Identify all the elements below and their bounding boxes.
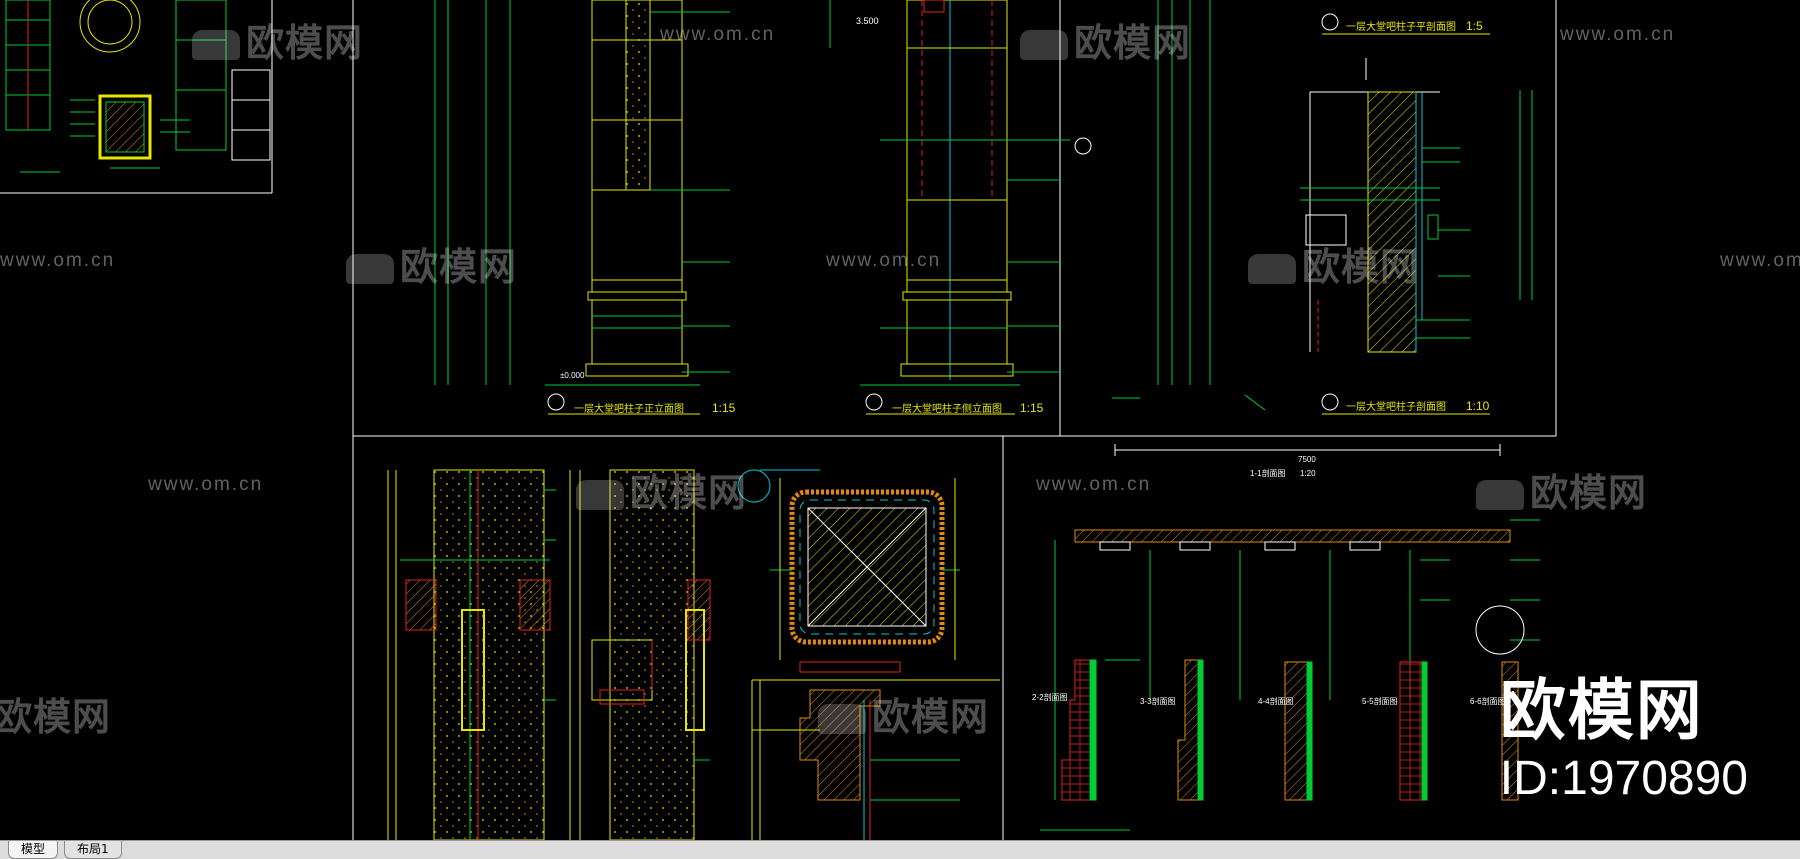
section-5-title: 5-5剖面图 xyxy=(1362,696,1398,706)
column-section-title: 一层大堂吧柱子平剖面图 xyxy=(1346,20,1456,33)
front-elevation xyxy=(434,0,730,415)
cad-model-space[interactable]: 一层大堂吧柱子正立面图 1:15 ±0.000 xyxy=(0,0,1800,840)
watermark-logo: 欧模网 xyxy=(192,12,363,67)
brand-name: 欧模网 xyxy=(1499,672,1704,749)
side-level-top: 3.500 xyxy=(856,16,879,26)
section-4-title: 4-4剖面图 xyxy=(1258,696,1294,706)
watermark-logo: 欧模网 xyxy=(1020,12,1191,67)
watermark-url: www.om.cn xyxy=(148,474,264,495)
watermark-logo: 欧模网 xyxy=(346,236,517,291)
side-elevation-title: 一层大堂吧柱子侧立面图 xyxy=(892,402,1002,415)
side-elevation xyxy=(829,0,1092,415)
base-section xyxy=(751,679,1000,840)
column-section xyxy=(1300,13,1533,415)
watermark-logo: 欧模网 xyxy=(576,462,747,517)
dimension-strip xyxy=(1112,0,1266,411)
model-id: ID:1970890 xyxy=(1499,752,1748,805)
wall-profiles xyxy=(1040,605,1525,831)
watermark-url: www.om.cn xyxy=(1036,474,1152,495)
sofa-logo-icon xyxy=(1248,254,1296,284)
side-elevation-scale: 1:15 xyxy=(1020,401,1044,415)
sofa-logo-icon xyxy=(346,254,394,284)
watermark-url: www.om.cn xyxy=(660,24,776,45)
watermark-logo: 欧模网 xyxy=(1248,236,1419,291)
front-elevation-title: 一层大堂吧柱子正立面图 xyxy=(574,402,684,415)
section-1-scale: 1:20 xyxy=(1300,469,1316,478)
watermark-logo: 欧模网 xyxy=(818,686,989,741)
column-section-scale: 1:5 xyxy=(1466,19,1483,33)
section-1-title: 1-1剖面图 xyxy=(1250,468,1286,478)
sofa-logo-icon xyxy=(192,30,240,60)
front-level-zero: ±0.000 xyxy=(560,371,585,380)
column-plan xyxy=(737,469,960,673)
section-6-title: 6-6剖面图 xyxy=(1470,696,1506,706)
tab-model[interactable]: 模型 xyxy=(8,841,59,859)
column-detail-title: 一层大堂吧柱子剖面图 xyxy=(1346,400,1446,413)
watermark-url: www.om.cn xyxy=(1560,24,1676,45)
plan-fragment xyxy=(5,0,271,173)
layout-tab-bar: 模型 布局1 xyxy=(0,840,1800,859)
tab-layout1[interactable]: 布局1 xyxy=(64,841,122,859)
section-1-1 xyxy=(1054,444,1540,800)
sheet-frames xyxy=(0,0,1557,840)
front-elevation-scale: 1:15 xyxy=(712,401,736,415)
watermark-logo: 欧模网 xyxy=(0,695,112,739)
section-2-title: 2-2剖面图 xyxy=(1032,692,1068,702)
watermark-url: www.om.cn xyxy=(0,250,116,271)
cad-drawing: 一层大堂吧柱子正立面图 1:15 ±0.000 xyxy=(0,0,1557,840)
vertical-section xyxy=(387,469,711,840)
sofa-logo-icon xyxy=(576,480,624,510)
dimension-total: 7500 xyxy=(1298,455,1316,464)
watermark-url: www.om.cn xyxy=(826,250,942,271)
brand-stamp: 欧模网 ID:1970890 xyxy=(1500,675,1748,805)
watermark-url: www.om.cn xyxy=(1720,250,1800,271)
watermark-logo: 欧模网 xyxy=(1476,462,1647,517)
sofa-logo-icon xyxy=(1020,30,1068,60)
section-3-title: 3-3剖面图 xyxy=(1140,696,1176,706)
column-detail-scale: 1:10 xyxy=(1466,399,1490,413)
sofa-logo-icon xyxy=(818,704,866,734)
sofa-logo-icon xyxy=(1476,480,1524,510)
